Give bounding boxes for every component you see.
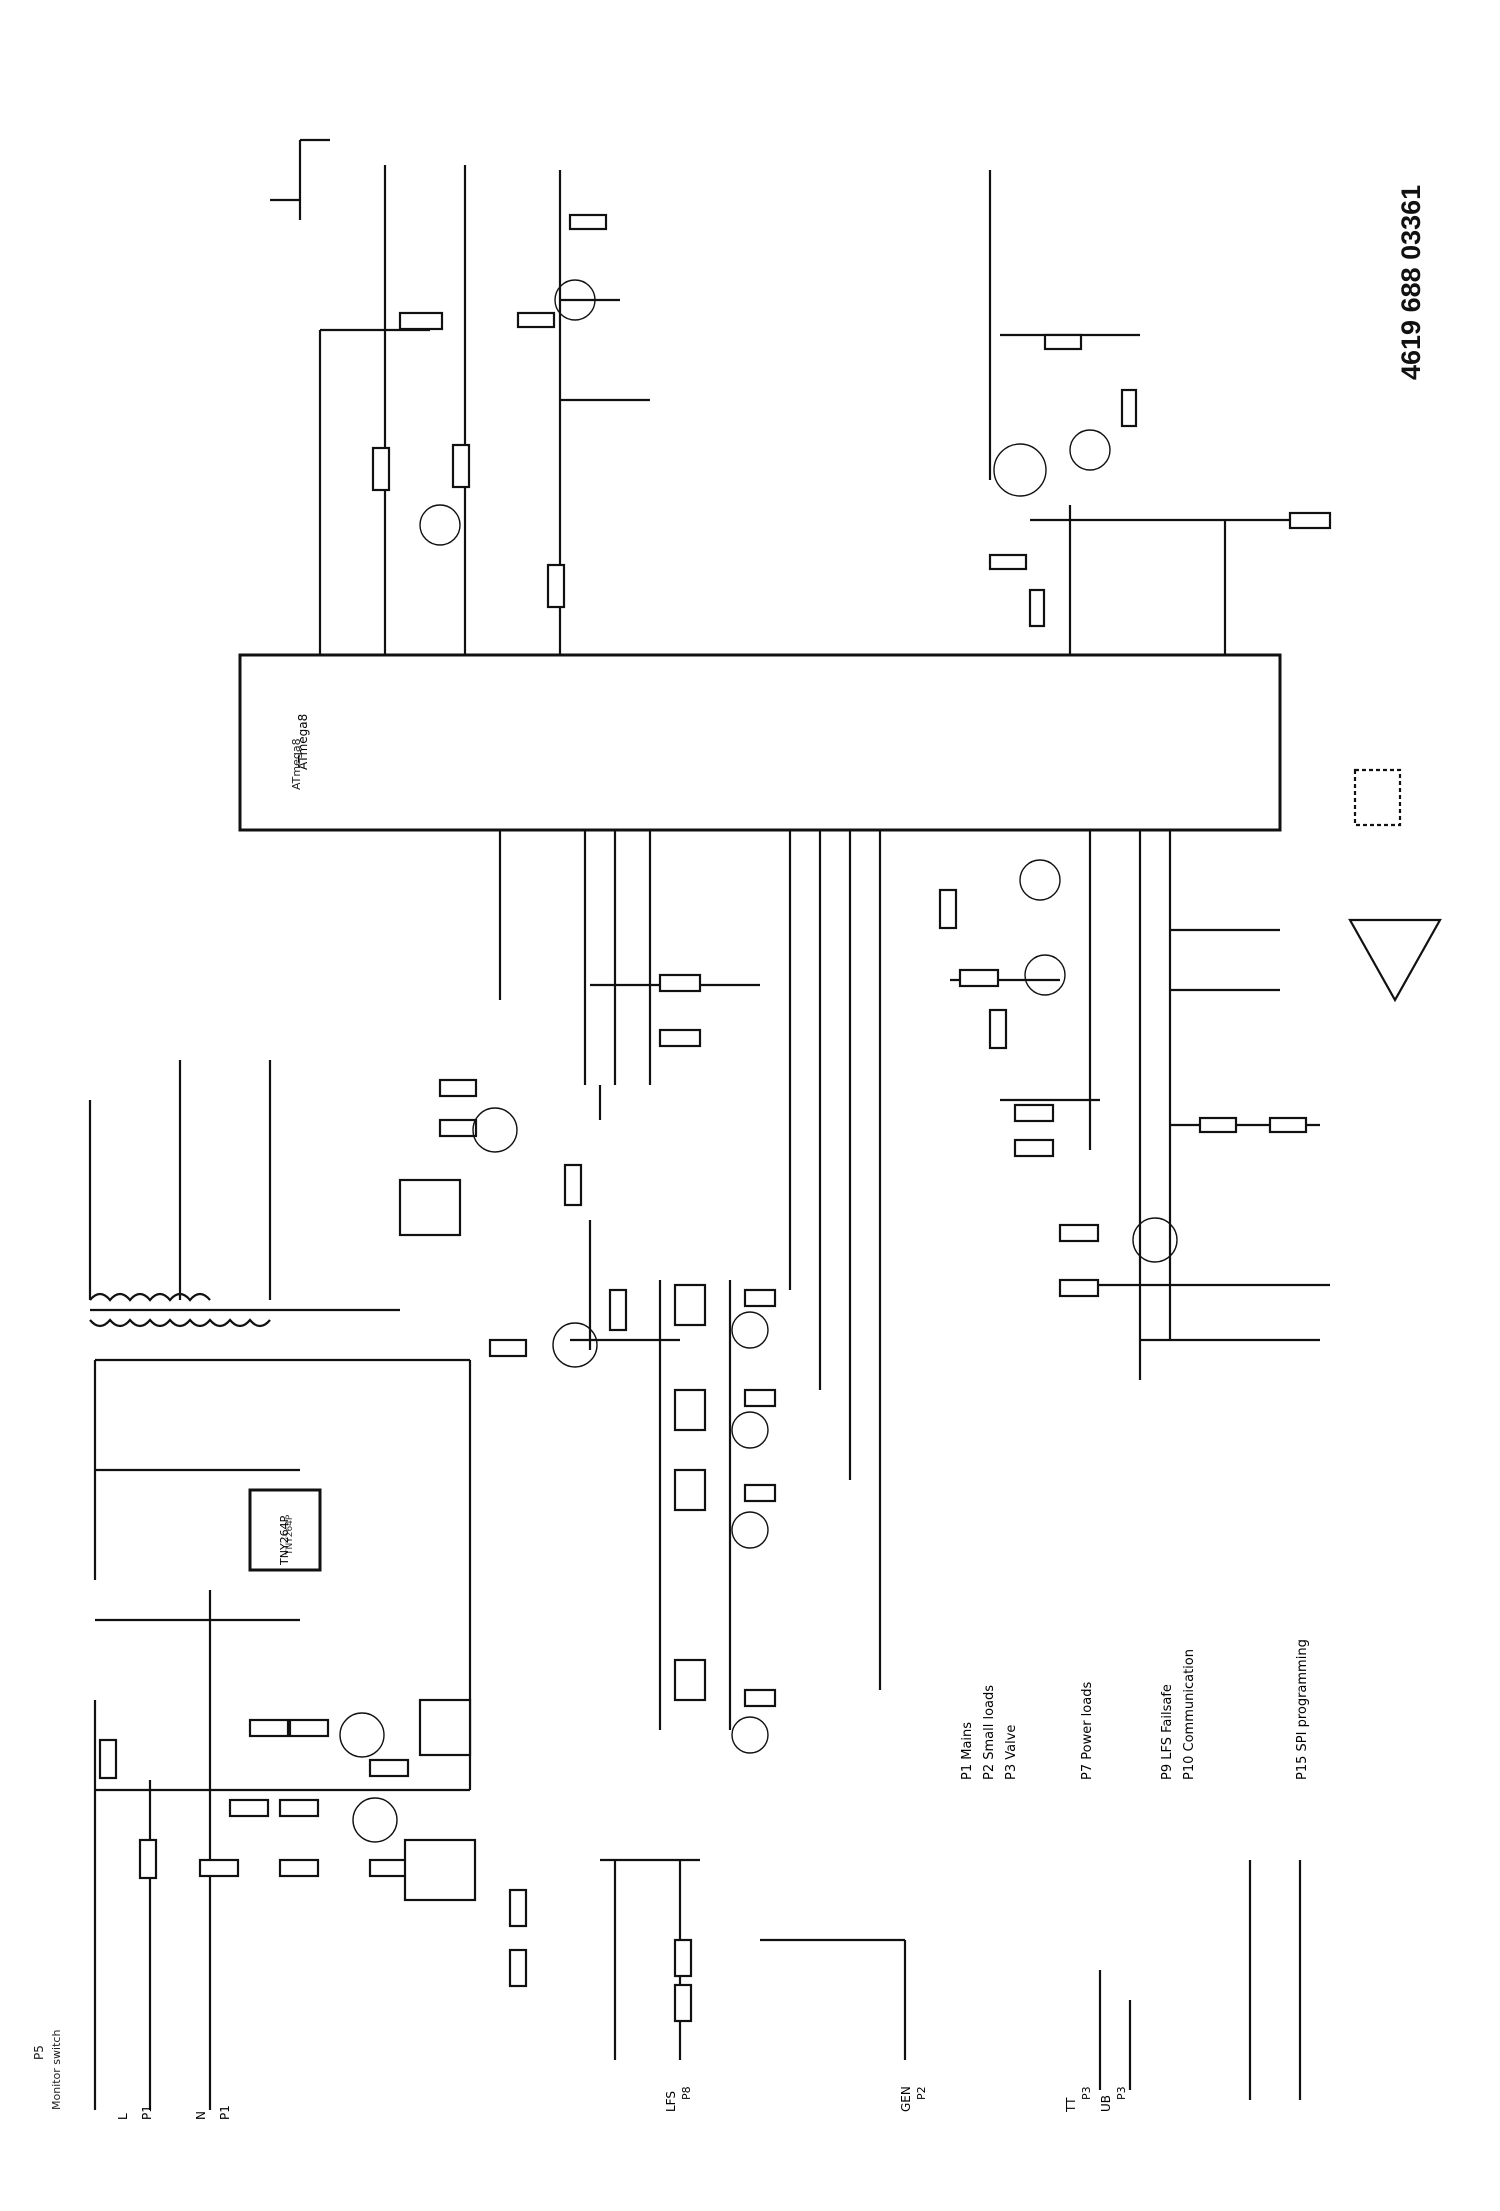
connector-monitor-switch[interactable]: P5 Monitor switch [32,1960,92,2120]
connector-label: Monitor switch [50,2029,63,2110]
legend-item: P7 Power loads [1080,1681,1095,1780]
connector-gen[interactable]: P2 GEN [895,2050,935,2120]
connector-pin: P1 [218,2105,232,2120]
connector-lfs[interactable]: P8 LFS [660,2050,700,2120]
optocoupler-bottom [403,1838,477,1902]
connector-pin: P3 [1115,2086,1128,2100]
upper-transistors [419,279,1111,546]
document-number: 4619 688 03361 [1380,150,1440,390]
svg-text:TNY264P: TNY264P [285,1514,295,1556]
switching-regulator-ic: TNY264P [248,1488,322,1572]
controller-name: ATmega8 [296,713,310,770]
connector-pin: P1 [140,2105,154,2120]
connector-label: TT [1064,2097,1078,2112]
connector-n[interactable]: P1 N [194,2060,240,2120]
legend-item: P2 Small loads [982,1684,997,1780]
legend-item: P15 SPI programming [1295,1639,1310,1780]
legend-item: P1 Mains [960,1721,975,1780]
connector-tt[interactable]: P3 TT [1060,2050,1100,2120]
connector-label: LFS [664,2091,678,2112]
regulator-name: TNY264P [278,1515,291,1565]
transformer [88,1060,400,1328]
connector-legend: P1 Mains P2 Small loads P3 Valve P7 Powe… [960,1600,1340,1790]
bottom-wiring [508,1858,1302,2100]
connector-pin: P8 [680,2086,693,2100]
right-wiring [938,768,1442,1380]
microcontroller-ic: ATmega8 [238,653,1282,832]
connector-label: GEN [899,2086,913,2112]
connector-label: N [194,2111,208,2120]
connector-label: UB [1099,2094,1113,2112]
upper-signal-wires [270,138,1320,655]
connector-ub[interactable]: P3 UB [1095,2050,1135,2120]
upper-resistors [371,213,1332,628]
svg-text:ATmega8: ATmega8 [290,738,303,790]
legend-item: P9 LFS Failsafe [1160,1684,1175,1780]
relay-bank [658,830,882,1754]
legend-item: P3 Valve [1004,1724,1019,1780]
mains-section [93,1358,472,2110]
connector-pin: P3 [1080,2086,1093,2100]
legend-item: P10 Communication [1182,1649,1197,1780]
document-number-text: 4619 688 03361 [1396,185,1426,380]
connector-pin: P5 [32,2045,46,2060]
optocoupler-top [398,1178,462,1237]
middle-wiring [438,830,760,1368]
connector-pin: P2 [915,2086,928,2100]
connector-l[interactable]: P1 L [116,2060,170,2120]
connector-label: L [116,2113,130,2120]
